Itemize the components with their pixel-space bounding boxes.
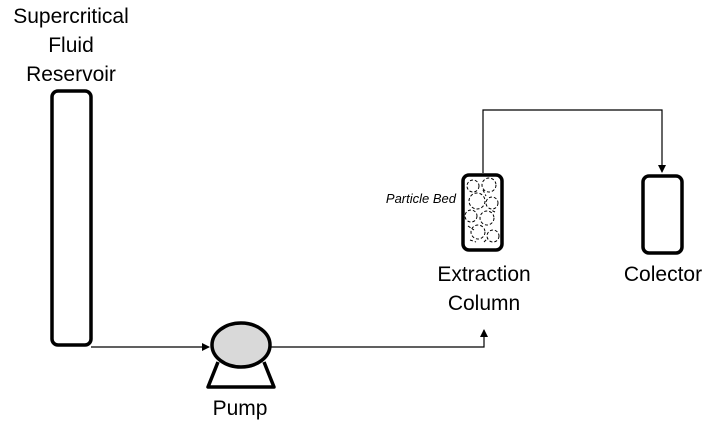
extraction-column-label-line-2: Column — [447, 292, 521, 315]
reservoir-label-line-3: Reservoir — [26, 63, 116, 86]
reservoir-label: Supercritical Fluid Reservoir — [0, 2, 142, 89]
extraction-column-label: Extraction Column — [418, 260, 550, 318]
reservoir-label-line-2: Fluid — [48, 34, 94, 57]
reservoir-label-line-1: Supercritical — [13, 5, 129, 28]
reservoir-vessel — [50, 89, 93, 347]
pump-label-text: Pump — [212, 397, 268, 420]
extraction-column — [461, 173, 504, 252]
particle-bed-label: Particle Bed — [356, 190, 456, 208]
particle-bed-label-text: Particle Bed — [385, 191, 456, 206]
column-to-collector-line — [482, 109, 666, 173]
pump — [206, 321, 276, 389]
collector-label: Colector — [608, 260, 712, 289]
pump-base — [206, 361, 276, 389]
extraction-column-label-line-1: Extraction — [437, 263, 531, 286]
pump-to-column-line — [270, 329, 488, 348]
collector-label-text: Colector — [623, 263, 703, 286]
pump-body — [210, 321, 272, 369]
collector-vessel — [641, 174, 684, 255]
pump-label: Pump — [190, 394, 290, 423]
particle-bed — [464, 177, 500, 243]
